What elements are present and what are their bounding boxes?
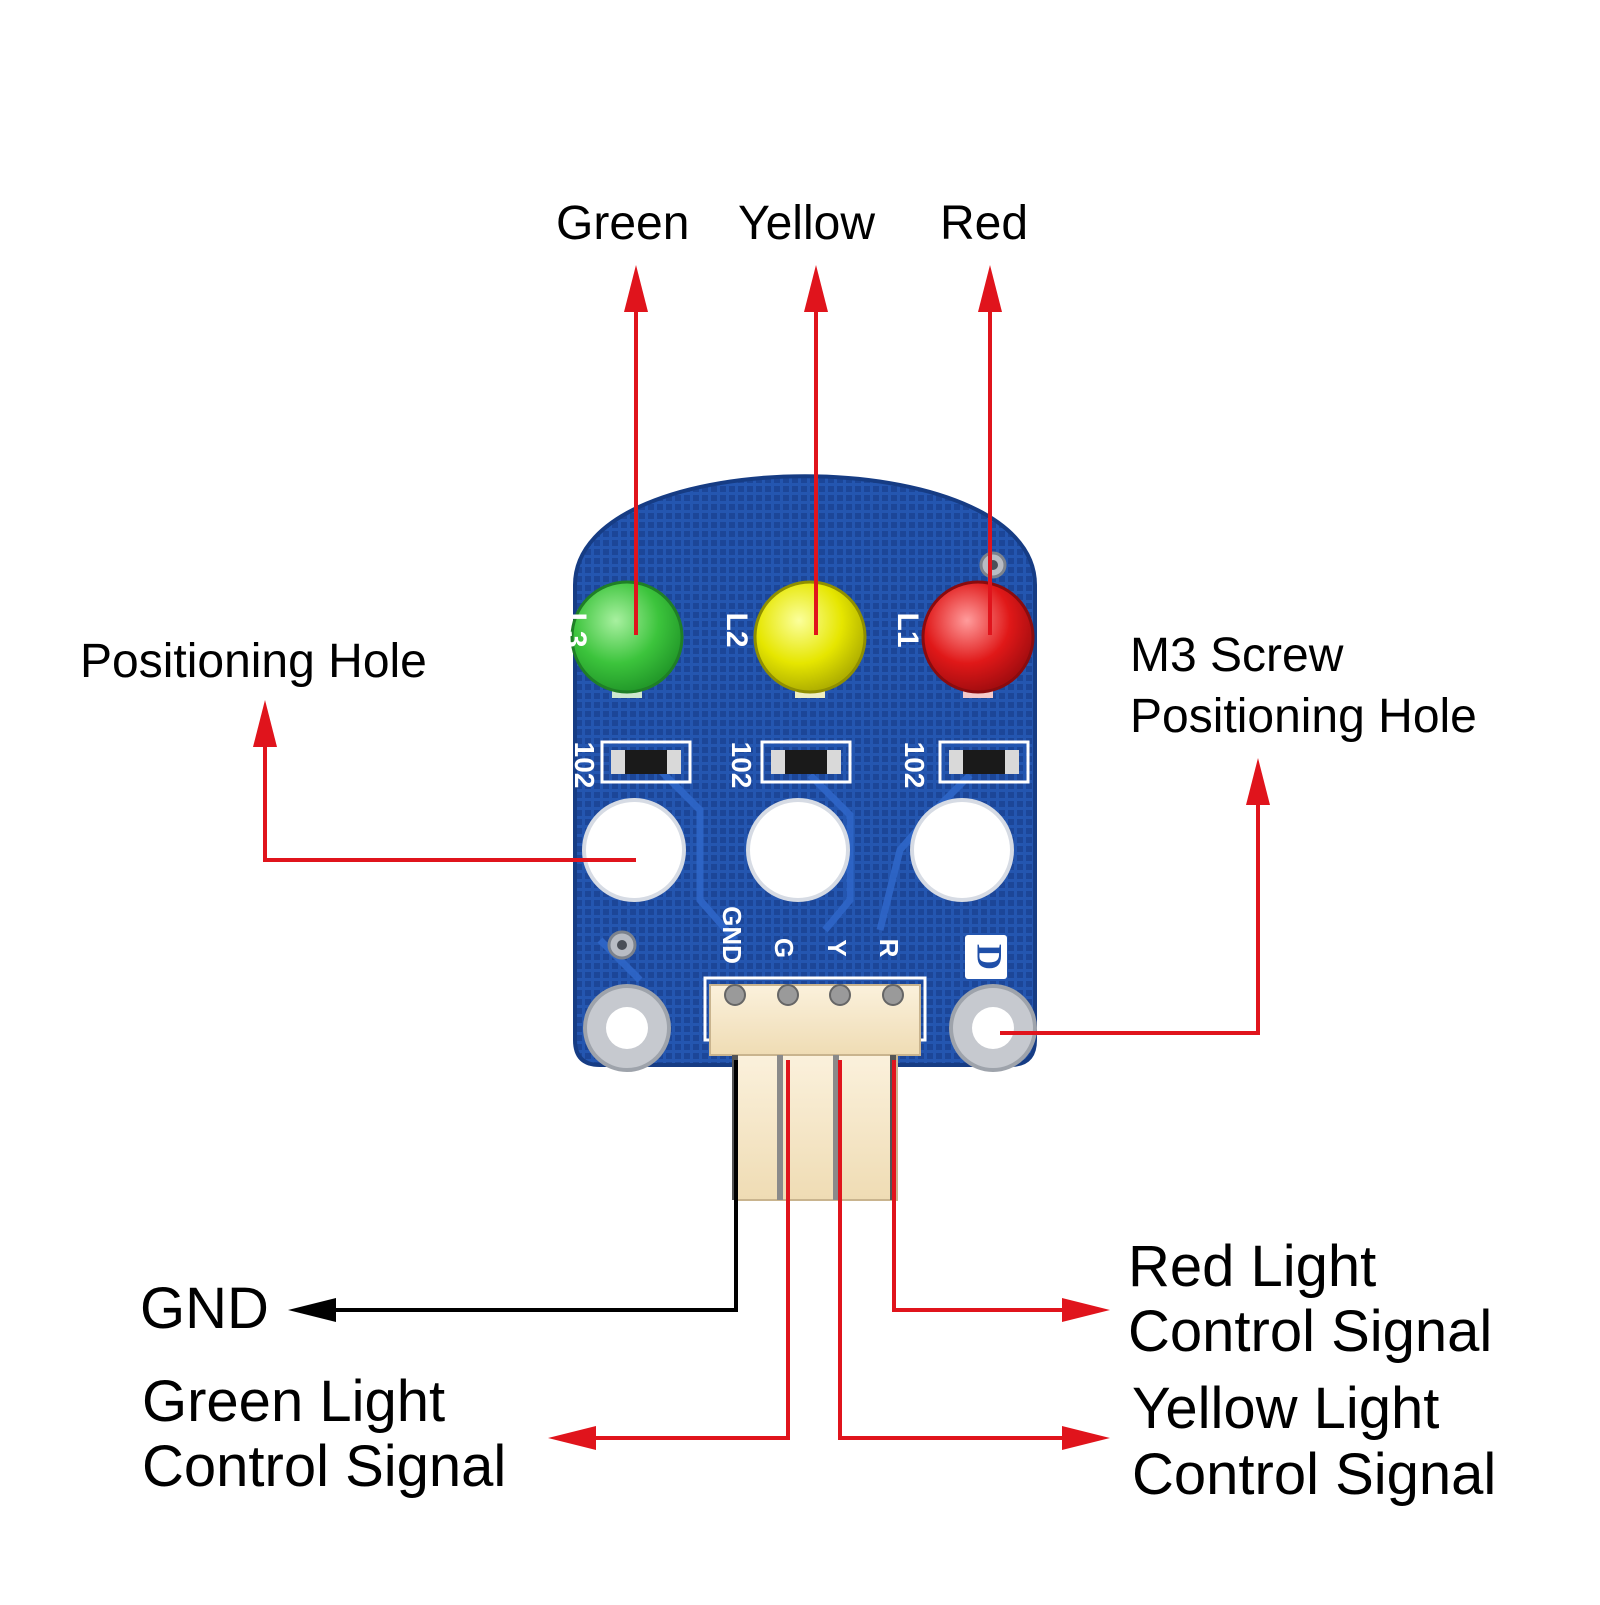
label-yellow-signal-line1: Yellow Light xyxy=(1132,1376,1440,1441)
callout-arrows xyxy=(253,265,1270,1450)
label-red: Red xyxy=(940,197,1029,250)
resistor-center xyxy=(760,740,852,784)
arrow-positioning-hole-head xyxy=(253,700,277,747)
resistor-right xyxy=(938,740,1030,784)
silk-102-center: 102 xyxy=(726,742,757,789)
arrow-red-signal-line xyxy=(892,1060,1063,1312)
label-yellow-signal-line2: Control Signal xyxy=(1132,1442,1497,1507)
silk-pin-g: G xyxy=(769,938,799,958)
silk-102-left: 102 xyxy=(569,742,600,789)
arrow-gnd-line xyxy=(335,1060,738,1312)
positioning-hole-center xyxy=(746,798,850,902)
label-gnd: GND xyxy=(140,1276,269,1341)
connector xyxy=(703,976,927,1201)
silk-pin-y: Y xyxy=(822,939,852,956)
led-green xyxy=(570,580,684,698)
silk-pin-gnd: GND xyxy=(717,906,747,964)
arrow-red-head xyxy=(978,265,1002,312)
led-red xyxy=(921,580,1035,698)
arrow-green-signal-line xyxy=(595,1060,790,1440)
arrow-green-signal-head xyxy=(548,1426,596,1450)
arrow-m3-head xyxy=(1246,758,1270,805)
silk-pin-r: R xyxy=(874,939,904,958)
label-m3-line1: M3 Screw xyxy=(1130,629,1344,682)
logo-letter: D xyxy=(970,944,1010,970)
led-yellow xyxy=(753,580,867,698)
label-green-signal-line2: Control Signal xyxy=(142,1434,507,1499)
silk-102-right: 102 xyxy=(899,742,930,789)
arrow-m3-line xyxy=(1000,805,1260,1035)
arrow-green-head xyxy=(624,265,648,312)
arrow-positioning-hole-line xyxy=(263,745,636,862)
silk-l2: L2 xyxy=(720,612,753,647)
arrow-yellow-signal-head xyxy=(1062,1426,1110,1450)
label-green-signal-line1: Green Light xyxy=(142,1369,446,1434)
arrow-yellow-head xyxy=(804,265,828,312)
resistor-left xyxy=(600,740,692,784)
label-m3-line2: Positioning Hole xyxy=(1130,690,1477,743)
label-red-signal-line1: Red Light xyxy=(1128,1234,1377,1299)
label-red-signal-line2: Control Signal xyxy=(1128,1299,1493,1364)
arrow-gnd-head xyxy=(288,1298,336,1322)
silk-l3: L3 xyxy=(559,612,592,647)
arrow-yellow-signal-line xyxy=(838,1060,1063,1440)
arrow-red-signal-head xyxy=(1062,1298,1110,1322)
label-yellow: Yellow xyxy=(738,197,875,250)
label-positioning-hole: Positioning Hole xyxy=(80,635,427,688)
silk-l1: L1 xyxy=(891,612,924,647)
positioning-hole-left xyxy=(582,798,686,902)
label-green: Green xyxy=(556,197,690,250)
positioning-hole-right xyxy=(910,798,1014,902)
logo-box xyxy=(965,935,1007,979)
